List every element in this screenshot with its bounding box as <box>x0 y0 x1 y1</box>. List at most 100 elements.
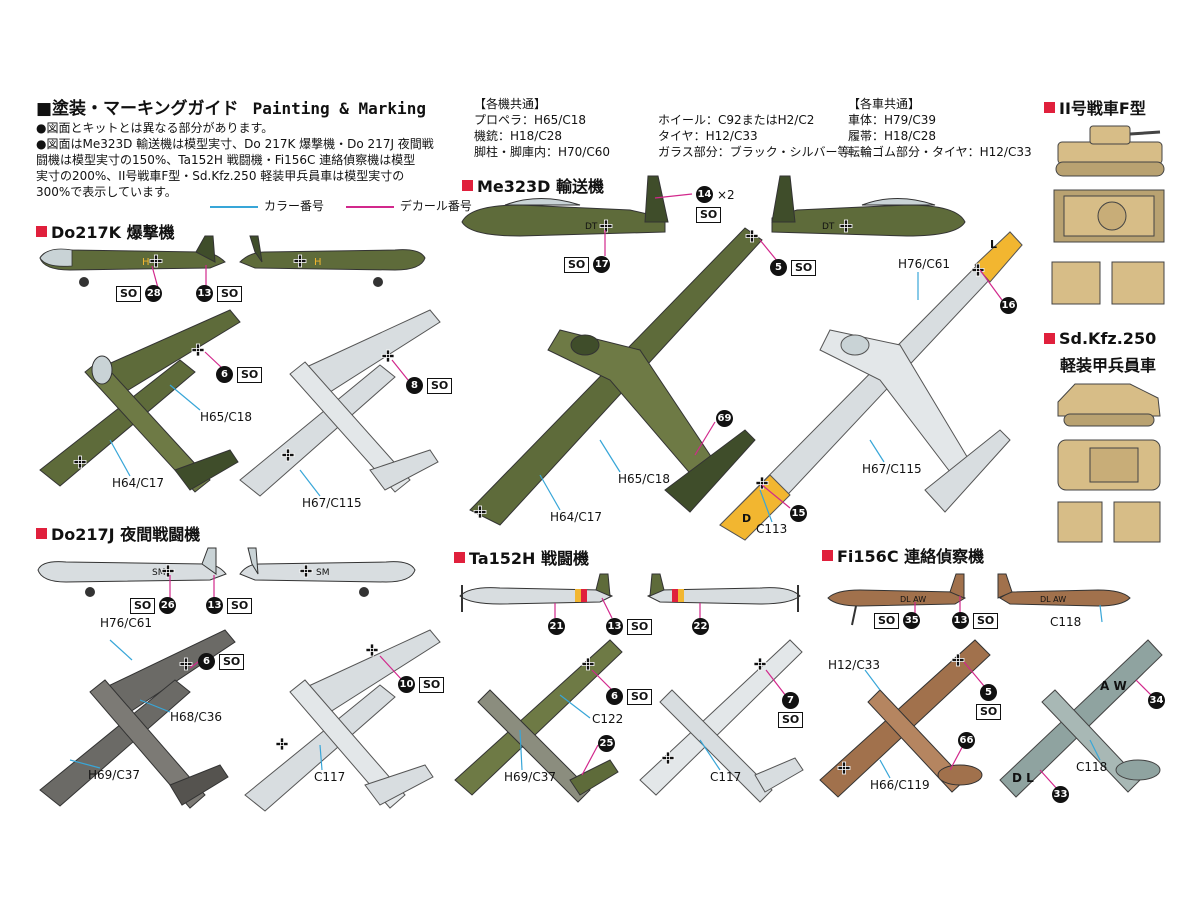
do217j-side-left: SM <box>37 547 227 597</box>
decal-callout: SO <box>976 704 1002 720</box>
decal-number: 6 <box>216 366 233 383</box>
note-line: 闘機は模型実寸の150%、Ta152H 戦闘機・Fi156C 連絡偵察機は模型 <box>36 153 416 167</box>
do217j-side-right: SM <box>239 547 416 597</box>
decal-number: 26 <box>159 597 177 614</box>
fuselage-code: DL AW <box>900 595 926 604</box>
so-box: SO <box>627 688 653 705</box>
decal-number: 25 <box>598 735 615 752</box>
red-square-icon <box>454 551 465 563</box>
so-box: SO <box>219 653 245 670</box>
legend-color-label: カラー番号 <box>264 199 325 213</box>
common-aircraft: 【各機共通】 プロペラ：H65/C18 機銃：H18/C28 脚柱・脚庫内：H7… <box>474 96 850 160</box>
section-label: Do217J 夜間戦闘機 <box>51 525 201 544</box>
red-square-icon <box>822 549 833 561</box>
fi156c-side-right: DL AW <box>997 573 1131 607</box>
decal-number: 6 <box>198 653 215 670</box>
fuselage-code: DT <box>585 222 598 232</box>
section-label: 軽装甲兵員車 <box>1060 356 1157 375</box>
fuselage-code: H <box>142 257 150 268</box>
color-label: C117 <box>710 770 742 784</box>
sdkfz250-front-rear <box>1057 501 1161 543</box>
section-sdkfz250: Sd.Kfz.250 <box>1044 329 1156 348</box>
title-en: Painting & Marking <box>252 99 426 118</box>
so-box: SO <box>564 256 590 273</box>
do217k-side-left: H <box>39 235 226 287</box>
do217k-top-view <box>39 309 241 493</box>
so-box: SO <box>791 259 817 276</box>
color-label: C118 <box>1076 760 1108 774</box>
section-ta152h: Ta152H 戦闘機 <box>454 545 589 569</box>
color-label: H76/C61 <box>898 257 950 271</box>
so-box: SO <box>778 712 804 728</box>
section-label: II号戦車F型 <box>1059 99 1146 118</box>
so-box: SO <box>627 618 653 635</box>
section-label: Ta152H 戦闘機 <box>469 549 590 568</box>
decal-callout: 66 <box>958 732 975 749</box>
decal-number: 21 <box>548 618 565 635</box>
decal-callout: 7 <box>782 692 799 709</box>
color-legend-swatch <box>210 205 258 208</box>
section-do217k: Do217K 爆撃機 <box>36 219 175 243</box>
decal-callout: 15 <box>790 505 807 522</box>
red-square-icon <box>462 179 473 191</box>
spec-line: ガラス部分：ブラック・シルバー等 <box>658 145 850 159</box>
ta152h-bottom-view <box>639 639 804 803</box>
color-label: C118 <box>1050 615 1082 629</box>
color-label: C122 <box>592 712 624 726</box>
ta152h-side-left <box>459 573 614 612</box>
common-vehicles-heading: 【各車共通】 <box>848 97 921 111</box>
so-box: SO <box>130 597 156 614</box>
decal-number: 28 <box>145 285 163 302</box>
common-vehicles: 【各車共通】 車体：H79/C39 履帯：H18/C28 転輪ゴム部分・タイヤ：… <box>848 96 1032 160</box>
fuselage-code: D <box>742 512 751 525</box>
decal-number: 13 <box>196 285 213 302</box>
color-label: H64/C17 <box>112 476 164 490</box>
spec-line: タイヤ：H12/C33 <box>658 129 758 143</box>
fuselage-code: A W <box>1100 679 1127 693</box>
legend: カラー番号 デカール番号 <box>210 197 472 214</box>
color-label: H65/C18 <box>200 410 252 424</box>
decal-callout: 22 <box>692 618 709 635</box>
fuselage-code: SM <box>316 568 329 578</box>
section-sdkfz250-sub: 軽装甲兵員車 <box>1060 352 1156 376</box>
decal-number: 35 <box>903 612 921 629</box>
legend-decal-label: デカール番号 <box>399 199 472 213</box>
decal-callout: 14×2 <box>696 186 735 203</box>
decal-number: 69 <box>716 410 733 427</box>
decal-number: 5 <box>980 684 997 701</box>
note-line: ●図面とキットとは異なる部分があります。 <box>36 121 274 135</box>
multiplier: ×2 <box>717 187 735 202</box>
color-label: H69/C37 <box>504 770 556 784</box>
color-label: C113 <box>756 522 788 536</box>
ta152h-top-view <box>454 639 623 803</box>
decal-number: 5 <box>770 259 787 276</box>
so-box: SO <box>874 612 900 629</box>
decal-number: 6 <box>606 688 623 705</box>
fuselage-code: DT <box>822 222 835 232</box>
fi156c-side-left: DL AW <box>827 573 966 626</box>
section-me323d: Me323D 輸送機 <box>462 173 604 197</box>
decal-callout: SO <box>696 207 722 223</box>
panzer2-front-rear <box>1051 261 1165 305</box>
me323d-top-view <box>469 227 763 526</box>
red-square-icon <box>36 225 47 237</box>
decal-number: 15 <box>790 505 807 522</box>
panzer2-side-view <box>1055 125 1165 177</box>
panzer2-top-view <box>1053 189 1165 243</box>
so-box: SO <box>696 207 722 223</box>
section-label: Sd.Kfz.250 <box>1059 329 1157 348</box>
fuselage-code: DL AW <box>1040 595 1066 604</box>
sdkfz250-side-view <box>1057 383 1161 427</box>
spec-line: 履帯：H18/C28 <box>848 129 936 143</box>
color-label: H68/C36 <box>170 710 222 724</box>
notes-block: ●図面とキットとは異なる部分があります。 ●図面はMe323D 輸送機は模型実寸… <box>36 120 456 200</box>
